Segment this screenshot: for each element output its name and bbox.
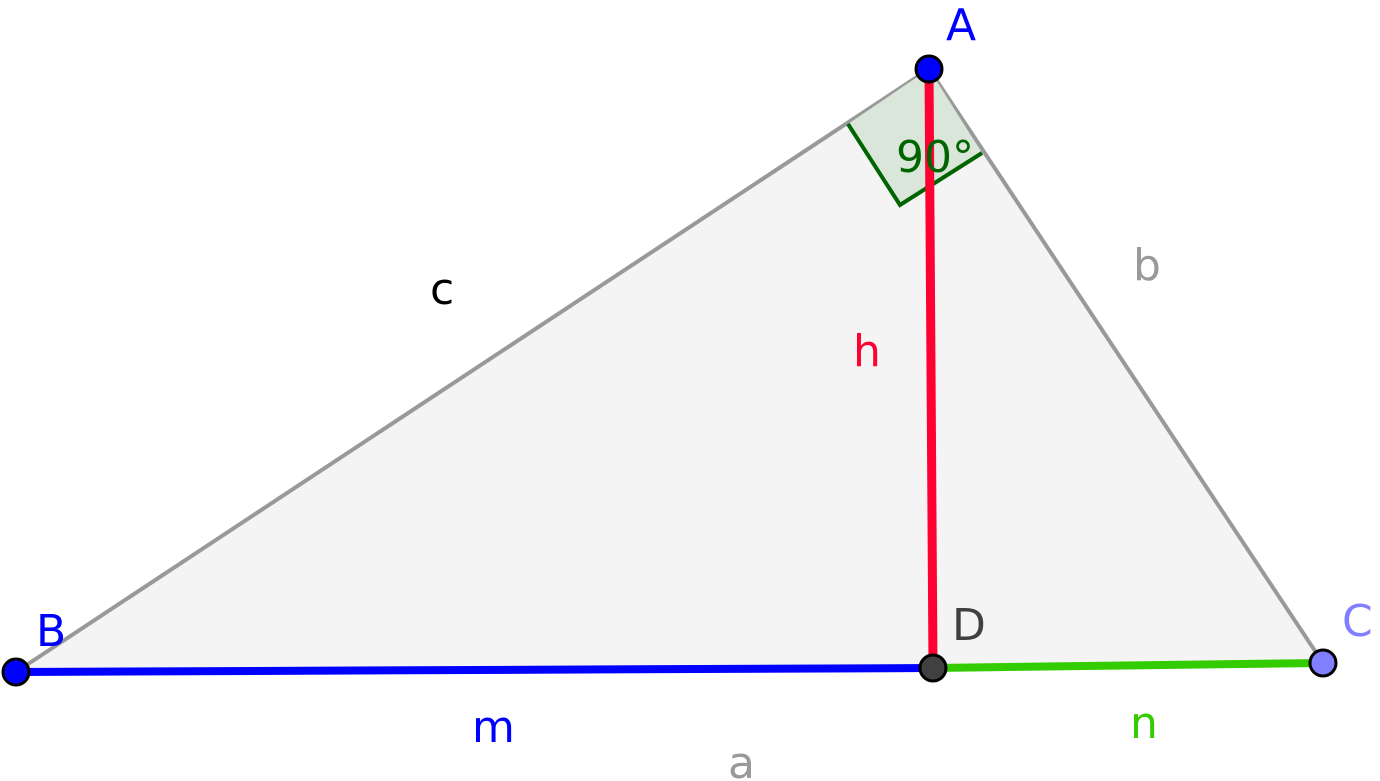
point-a[interactable] <box>914 54 944 84</box>
point-b[interactable] <box>1 657 31 687</box>
side-b[interactable] <box>927 67 1325 665</box>
label-b: B <box>36 606 66 657</box>
right-angle-mark-outline <box>846 122 984 208</box>
segment-h[interactable] <box>924 68 938 669</box>
label-n: n <box>1130 698 1158 749</box>
point-c[interactable] <box>1308 648 1338 678</box>
label-side-b: b <box>1133 240 1161 291</box>
right-angle-mark <box>848 69 982 205</box>
segment-n[interactable] <box>932 659 1324 672</box>
label-h: h <box>853 326 881 377</box>
label-c: C <box>1342 596 1373 647</box>
triangle-abc <box>16 69 1323 672</box>
label-d: D <box>952 600 986 651</box>
label-side-c: c <box>430 264 454 315</box>
point-d[interactable] <box>918 653 948 683</box>
label-m: m <box>472 702 515 753</box>
label-angle: 90° <box>896 132 974 183</box>
side-c[interactable] <box>14 67 931 674</box>
label-a: A <box>946 0 976 51</box>
label-side-a: a <box>728 738 755 781</box>
segment-m[interactable] <box>15 664 934 676</box>
